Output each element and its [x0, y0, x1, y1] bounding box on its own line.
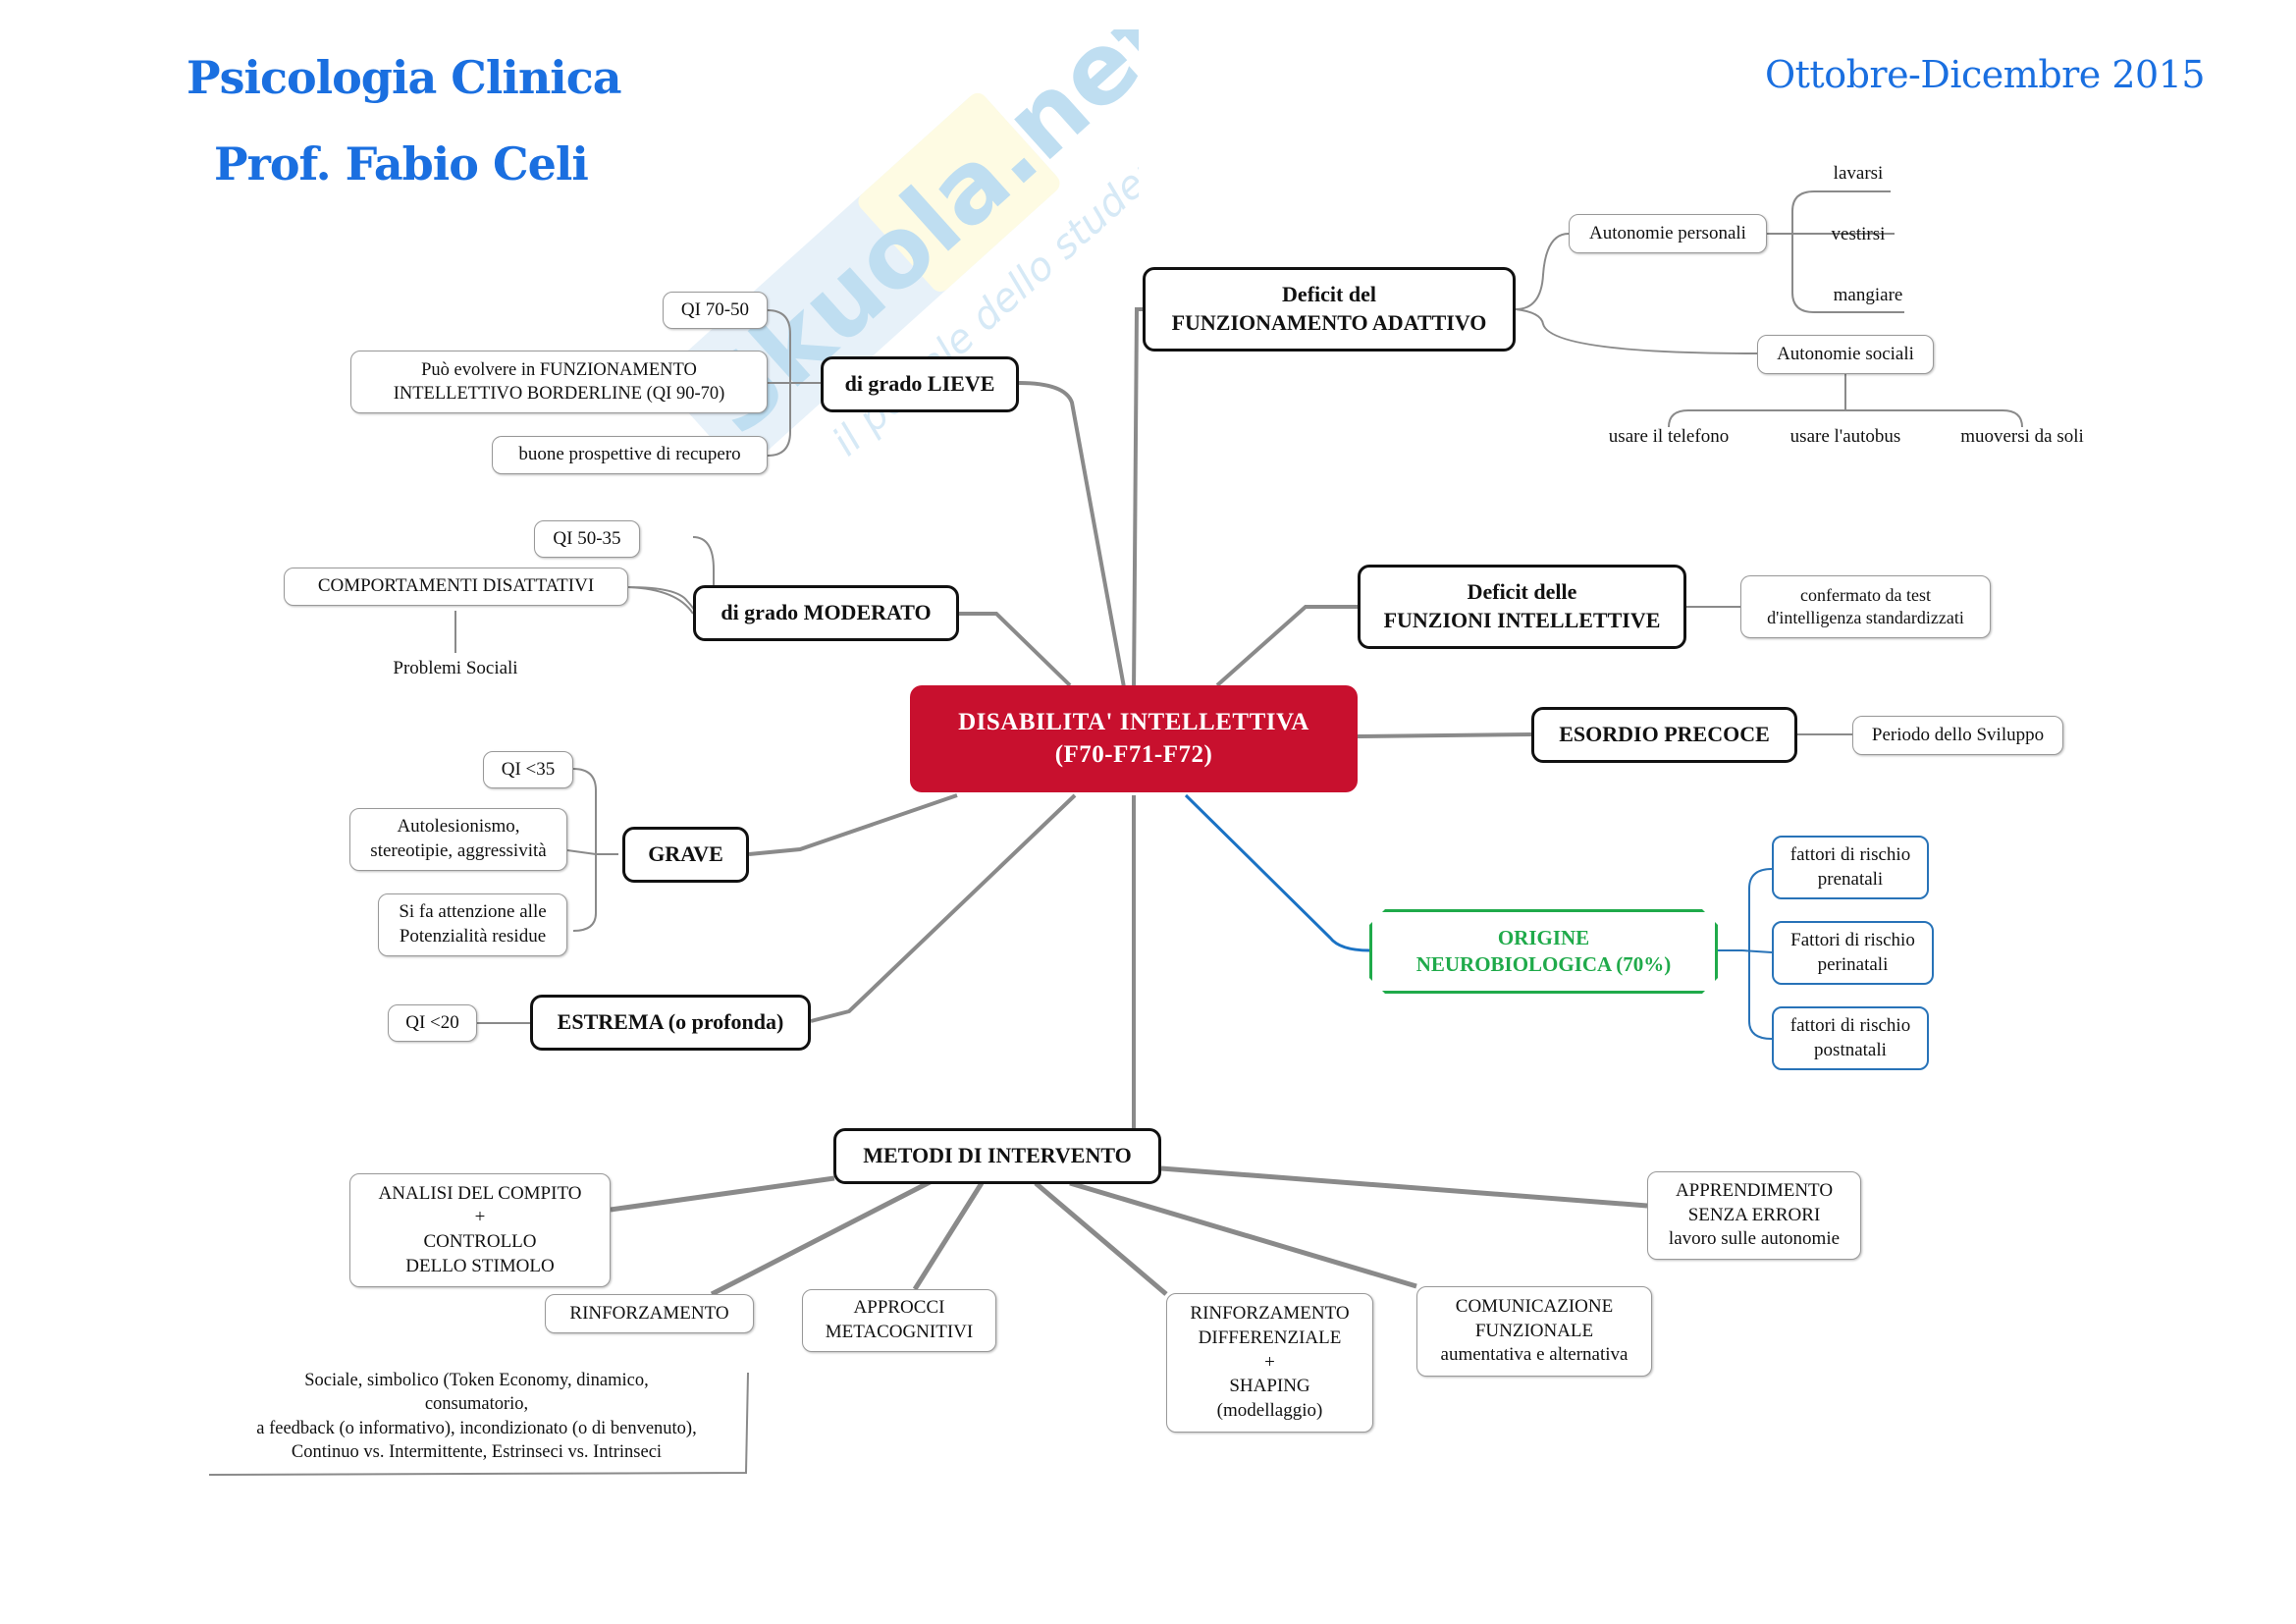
method-functional-communication[interactable]: COMUNICAZIONE FUNZIONALE aumentativa e a…: [1416, 1286, 1652, 1377]
mild-recovery[interactable]: buone prospettive di recupero: [492, 436, 768, 474]
link-center-adaptive: [1132, 307, 1143, 693]
leaf-social-3: muoversi da soli: [1960, 425, 2084, 447]
link-center-onset: [1357, 732, 1532, 738]
mild-borderline[interactable]: Può evolvere in FUNZIONAMENTO INTELLETTI…: [350, 351, 768, 413]
node-intellectual-deficit[interactable]: Deficit delle FUNZIONI INTELLETTIVE: [1358, 565, 1686, 649]
method-differential-reinforcement[interactable]: RINFORZAMENTO DIFFERENZIALE + SHAPING (m…: [1166, 1293, 1373, 1433]
node-mild-grade[interactable]: di grado LIEVE: [821, 356, 1019, 412]
node-intervention-methods[interactable]: METODI DI INTERVENTO: [833, 1128, 1161, 1184]
leaf-personal-3: mangiare: [1833, 284, 1903, 305]
node-extreme-grade[interactable]: ESTREMA (o profonda): [530, 995, 811, 1051]
central-node[interactable]: DISABILITA' INTELLETTIVA (F70-F71-F72): [910, 685, 1358, 792]
link-center-moderate: [959, 612, 1072, 687]
link-center-extreme: [810, 793, 1077, 1023]
link-center-intellectual: [1215, 605, 1358, 687]
severe-potential[interactable]: Si fa attenzione alle Potenzialità resid…: [378, 893, 567, 956]
central-codes: (F70-F71-F72): [1054, 740, 1213, 768]
node-standardized-tests[interactable]: confermato da test d'intelligenza standa…: [1740, 575, 1991, 638]
central-title: DISABILITA' INTELLETTIVA: [958, 709, 1309, 735]
link-methods-communication: [1069, 1180, 1417, 1289]
leaf-social-2: usare l'autobus: [1789, 425, 1901, 447]
method-reinforcement[interactable]: RINFORZAMENTO: [545, 1294, 754, 1333]
course-period: Ottobre-Dicembre 2015: [1765, 53, 2206, 96]
method-task-analysis[interactable]: ANALISI DEL COMPITO + CONTROLLO DELLO ST…: [349, 1173, 611, 1287]
link-methods-metacognitive: [912, 1181, 985, 1291]
method-metacognitive[interactable]: APPROCCI METACOGNITIVI: [802, 1289, 996, 1352]
link-methods-task: [610, 1175, 835, 1213]
node-postnatal-factors[interactable]: fattori di rischio postnatali: [1772, 1006, 1929, 1070]
leaf-personal-2: vestirsi: [1831, 223, 1886, 244]
node-development-period[interactable]: Periodo dello Sviluppo: [1852, 716, 2063, 755]
leaf-social-1: usare il telefono: [1608, 425, 1730, 447]
leaf-personal-1: lavarsi: [1833, 162, 1884, 184]
severe-iq[interactable]: QI <35: [483, 751, 573, 788]
node-neurobiological-origin[interactable]: ORIGINE NEUROBIOLOGICA (70%): [1369, 909, 1718, 994]
node-adaptive-deficit[interactable]: Deficit del FUNZIONAMENTO ADATTIVO: [1143, 267, 1516, 352]
node-social-autonomy[interactable]: Autonomie sociali: [1757, 335, 1934, 374]
node-severe-grade[interactable]: GRAVE: [622, 827, 749, 883]
node-prenatal-factors[interactable]: fattori di rischio prenatali: [1772, 836, 1929, 899]
node-moderate-grade[interactable]: di grado MODERATO: [693, 585, 959, 641]
link-methods-differential: [1034, 1181, 1168, 1296]
moderate-iq[interactable]: QI 50-35: [534, 520, 640, 558]
method-errorless-learning[interactable]: APPRENDIMENTO SENZA ERRORI lavoro sulle …: [1647, 1171, 1861, 1260]
node-personal-autonomy[interactable]: Autonomie personali: [1569, 214, 1767, 253]
document-title: Psicologia Clinica: [187, 51, 622, 104]
link-methods-reinforcement: [710, 1175, 939, 1297]
link-center-severe: [748, 793, 958, 856]
link-center-mild: [1018, 381, 1126, 688]
reinforcement-types: Sociale, simbolico (Token Economy, dinam…: [256, 1371, 697, 1462]
node-perinatal-factors[interactable]: Fattori di rischio perinatali: [1772, 921, 1934, 985]
severe-behaviors[interactable]: Autolesionismo, stereotipie, aggressivit…: [349, 808, 567, 871]
node-early-onset[interactable]: ESORDIO PRECOCE: [1531, 707, 1797, 763]
extreme-iq[interactable]: QI <20: [388, 1004, 477, 1042]
link-methods-errorless: [1160, 1165, 1648, 1209]
moderate-behaviors[interactable]: COMPORTAMENTI DISATTATIVI: [284, 568, 628, 606]
moderate-social-problems: Problemi Sociali: [393, 657, 518, 678]
professor-name: Prof. Fabio Celi: [214, 137, 589, 190]
mild-iq[interactable]: QI 70-50: [663, 292, 768, 329]
link-center-origin: [1184, 793, 1370, 952]
